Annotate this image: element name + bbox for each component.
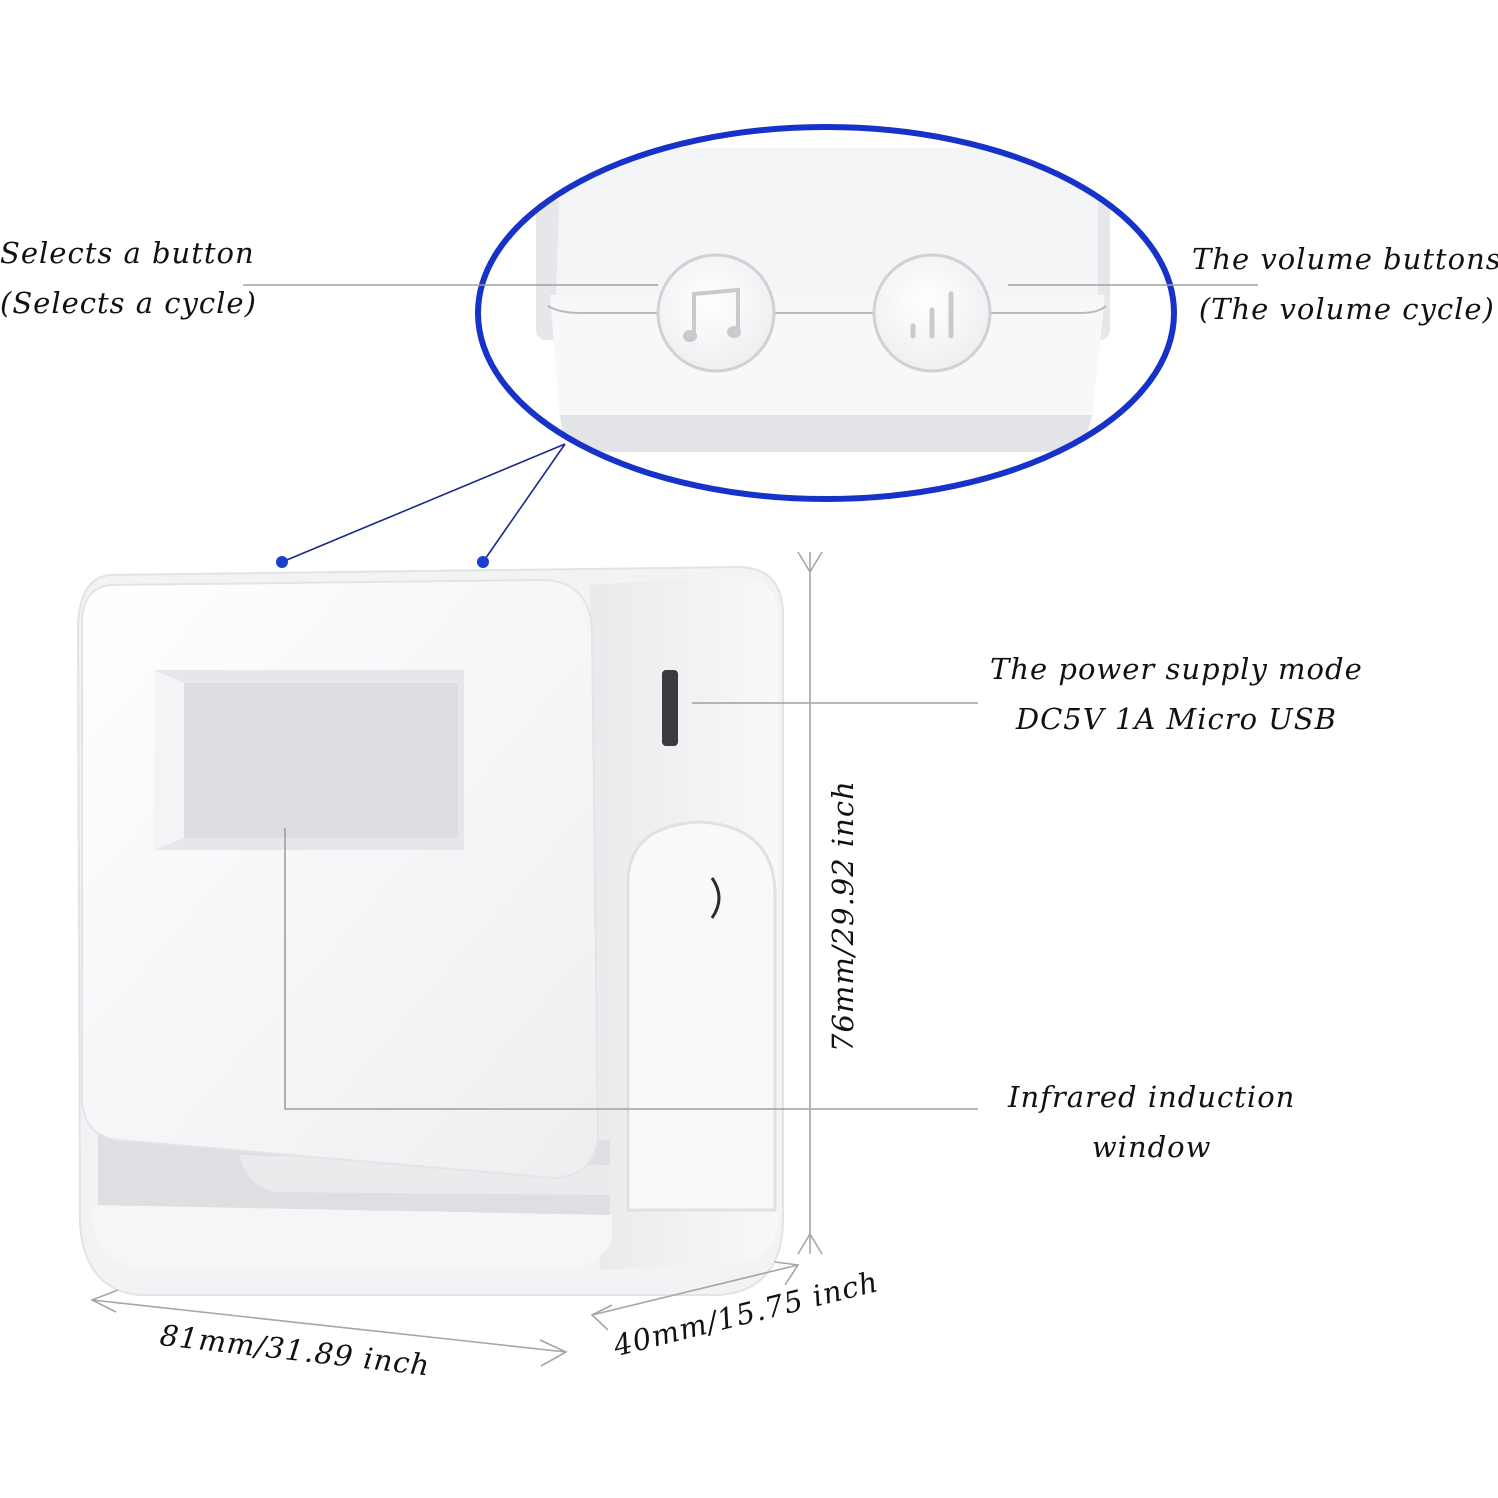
volume-button[interactable] [872, 253, 992, 373]
volume-buttons-callout: The volume buttons (The volume cycle) [1192, 234, 1498, 334]
device-body [76, 565, 784, 1296]
select-button-label: Selects a button [0, 236, 255, 270]
power-supply-sublabel: DC5V 1A Micro USB [1015, 702, 1337, 736]
infrared-window-sublabel: window [1091, 1130, 1212, 1164]
micro-usb-port [662, 670, 678, 746]
infrared-window-label: Infrared induction [1008, 1080, 1296, 1114]
volume-bars-icon [910, 291, 954, 339]
infrared-window [184, 683, 458, 838]
dimension-lines [90, 551, 823, 1367]
select-button-sublabel: (Selects a cycle) [0, 286, 257, 320]
select-button[interactable] [656, 253, 776, 373]
music-note-icon [683, 287, 741, 342]
zoom-ring [475, 124, 1177, 502]
infrared-window-callout: Infrared induction window [1008, 1072, 1295, 1172]
anchor-dot-right [477, 556, 489, 568]
select-button-callout: Selects a button (Selects a cycle) [0, 228, 257, 328]
volume-buttons-label: The volume buttons [1192, 242, 1498, 276]
leader-lines [243, 284, 1258, 1110]
power-supply-callout: The power supply mode DC5V 1A Micro USB [990, 644, 1363, 744]
zoom-connector [281, 443, 566, 563]
zoom-detail [475, 124, 1177, 502]
power-supply-label: The power supply mode [990, 652, 1363, 686]
volume-buttons-sublabel: (The volume cycle) [1198, 292, 1495, 326]
anchor-dot-left [276, 556, 288, 568]
height-dimension-label: 76mm/29.92 inch [826, 780, 860, 1052]
